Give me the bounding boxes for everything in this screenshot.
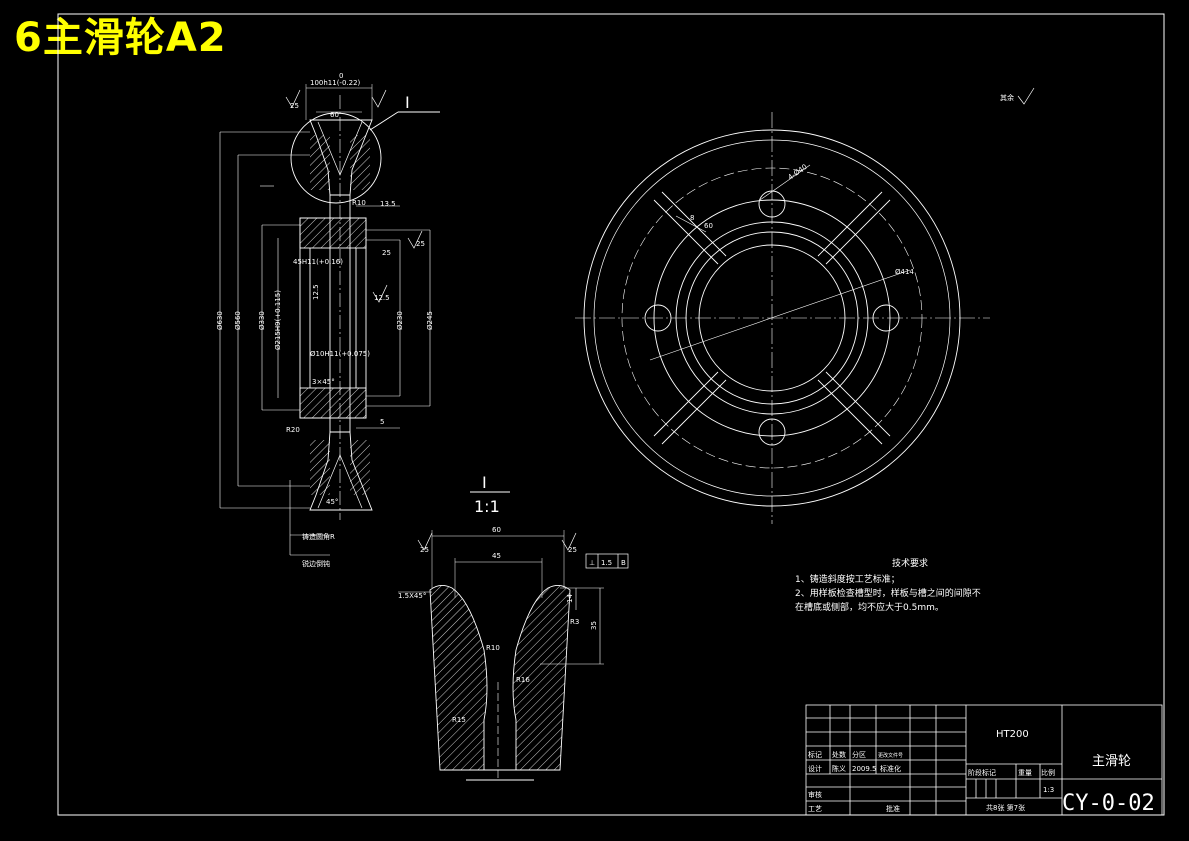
title-block: [805, 704, 1163, 816]
roughness-25-b: 25: [382, 249, 391, 257]
dim-d230: Ø230: [396, 311, 404, 330]
dim-d414: Ø414: [895, 268, 914, 276]
roughness-25-a: 25: [416, 240, 425, 248]
title-block-text: HT200 主滑轮 CY-0-02 1:3 共8张 第7张 标记 处数 分区 更…: [808, 729, 1155, 816]
tb-doc: 更改文件号: [878, 752, 903, 759]
dim-top-width: 100h11(-0.22): [310, 79, 361, 87]
sheet-title: 6主滑轮A2: [14, 15, 227, 61]
leader-deburr: 锐边倒钝: [302, 559, 330, 568]
detail-marker: I: [405, 93, 410, 112]
roughness-125-b: 12.5: [374, 294, 390, 302]
detail-section-annotations: I 1:1 60 45 1.5X45° 14 35 R3 R10 R15 R16…: [398, 473, 626, 724]
side-view-annotations: 100h11(-0.22) 0 60 I Ø630 Ø560 Ø330 Ø215…: [216, 72, 434, 568]
tb-approve: 批准: [886, 804, 900, 813]
sec-r10: R10: [486, 644, 500, 652]
sec-dim-60: 60: [492, 526, 501, 534]
sec-dim-45: 45: [492, 552, 501, 560]
section-label: I: [482, 473, 487, 492]
dim-r8: 8: [690, 214, 694, 222]
dim-r20: R20: [286, 426, 300, 434]
dim-tol-075: Ø10H11(+0.075): [310, 350, 370, 358]
tb-sheet-count: 共8张 第7张: [986, 803, 1025, 812]
dim-chamfer: 3×45°: [312, 378, 335, 386]
roughness-note: 其余: [1000, 93, 1014, 102]
dim-d560: Ø560: [234, 311, 242, 330]
tb-drawing-no: CY-0-02: [1062, 791, 1155, 816]
sec-roughness-left: 25: [420, 546, 429, 554]
dim-d215: Ø215H9(+0.115): [274, 290, 282, 350]
dim-d630: Ø630: [216, 311, 224, 330]
tb-std: 标准化: [880, 764, 901, 773]
tech-item-3: 在槽底或侧部，均不应大于0.5mm。: [795, 603, 944, 613]
dim-groove-60: 60: [330, 111, 339, 119]
dim-top-zero: 0: [339, 72, 343, 80]
dim-angle-45: 45°: [326, 498, 338, 506]
tb-ratio: 比例: [1041, 768, 1055, 777]
dim-5: 5: [380, 418, 384, 426]
roughness-25-c: 25: [290, 102, 299, 110]
tb-design: 设计: [808, 764, 822, 773]
tb-part-name: 主滑轮: [1092, 754, 1131, 769]
sec-r15: R15: [452, 716, 466, 724]
tech-item-1: 1、铸造斜度按工艺标准；: [795, 575, 900, 585]
tb-review: 审核: [808, 790, 822, 799]
front-view: [575, 87, 1035, 524]
tb-scale: 1:3: [1043, 786, 1054, 794]
dim-bore-45: 45H11(+0.16): [293, 258, 343, 266]
tech-heading: 技术要求: [891, 559, 928, 569]
tech-item-2: 2、用样板检查槽型时，样板与槽之间的间隙不: [795, 589, 981, 599]
dim-bolt-holes: 4-Ø40: [787, 163, 809, 182]
frame-border: [57, 13, 1165, 816]
sec-h14: 14: [566, 594, 574, 603]
tol-datum: B: [621, 559, 626, 567]
section-scale: 1:1: [474, 497, 500, 516]
sec-r16: R16: [516, 676, 530, 684]
tb-stage: 阶段标记: [968, 768, 996, 777]
tb-date: 2009.5: [852, 765, 877, 773]
sec-chamfer: 1.5X45°: [398, 592, 426, 600]
tb-craft: 工艺: [808, 805, 822, 813]
tb-count: 处数: [832, 750, 846, 759]
dim-r10: R10: [352, 199, 366, 207]
front-view-annotations: 其余 4-Ø40 8 60 Ø414: [690, 93, 1014, 276]
tb-material: HT200: [996, 729, 1029, 740]
dim-135: 13.5: [380, 200, 396, 208]
tb-weight: 重量: [1018, 769, 1032, 777]
tb-designer: 陈义: [832, 764, 846, 773]
detail-section: [398, 491, 629, 781]
sec-h35: 35: [590, 621, 598, 630]
dim-ra-125: 12.5: [312, 284, 320, 300]
leader-fillet: 铸造圆角R: [302, 532, 335, 541]
dim-d330: Ø330: [258, 311, 266, 330]
dim-d245: Ø245: [426, 311, 434, 330]
side-section-view: [219, 84, 440, 556]
sec-r3: R3: [570, 618, 579, 626]
tol-value: 1.5: [601, 559, 612, 567]
sec-roughness-right: 25: [568, 546, 577, 554]
tol-symbol: ⊥: [589, 559, 595, 567]
tb-mark: 标记: [808, 750, 822, 759]
dim-d60: 60: [704, 222, 713, 230]
tech-requirements: 技术要求 1、铸造斜度按工艺标准； 2、用样板检查槽型时，样板与槽之间的间隙不 …: [795, 557, 1025, 615]
tb-zone: 分区: [852, 750, 866, 759]
